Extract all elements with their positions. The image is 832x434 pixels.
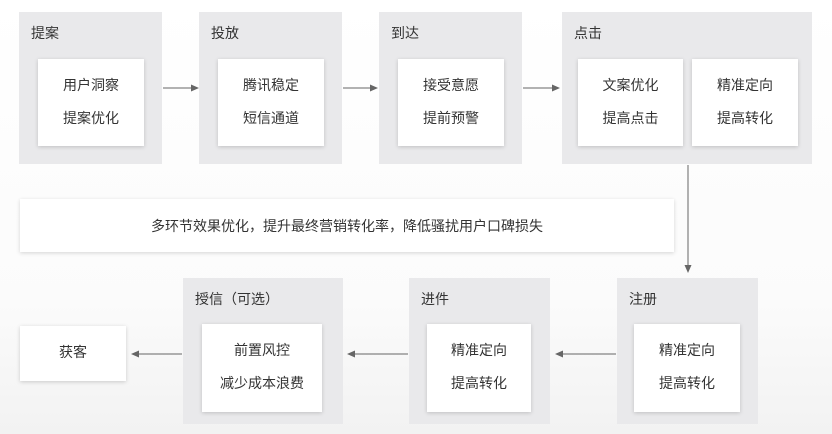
stage-register-title: 注册: [629, 292, 657, 308]
stage-proposal: 提案 用户洞察 提案优化: [19, 12, 162, 164]
click-card-targeting-line-2: 提高转化: [717, 110, 773, 127]
proposal-card: 用户洞察 提案优化: [38, 59, 144, 146]
stage-credit-title: 授信（可选）: [195, 292, 279, 308]
click-card-copy-line-2: 提高点击: [602, 110, 659, 127]
arrow-credit-to-acquire-head: [131, 350, 139, 358]
register-card-line-1: 精准定向: [659, 343, 715, 359]
proposal-card-line-2: 提案优化: [63, 110, 119, 127]
stage-click: 点击 文案优化 提高点击 精准定向 提高转化: [562, 12, 812, 164]
click-card-copy: 文案优化 提高点击: [578, 59, 683, 146]
arrival-card-line-2: 提前预警: [423, 110, 479, 127]
register-card: 精准定向 提高转化: [634, 324, 740, 412]
delivery-card-line-1: 腾讯稳定: [243, 77, 299, 94]
arrival-card-line-1: 接受意愿: [423, 77, 479, 94]
arrival-card: 接受意愿 提前预警: [398, 59, 504, 146]
arrow-click-to-register-head: [684, 265, 692, 273]
credit-card-line-2: 减少成本浪费: [220, 376, 304, 392]
click-card-copy-line-1: 文案优化: [602, 77, 659, 94]
stage-delivery: 投放 腾讯稳定 短信通道: [199, 12, 342, 164]
stage-arrival: 到达 接受意愿 提前预警: [379, 12, 522, 164]
stage-delivery-title: 投放: [211, 26, 239, 42]
arrow-proposal-to-delivery-head: [191, 84, 199, 92]
stage-apply-title: 进件: [421, 292, 449, 308]
apply-card-line-1: 精准定向: [451, 343, 507, 359]
credit-card: 前置风控 减少成本浪费: [202, 324, 322, 412]
arrow-apply-to-credit-head: [347, 350, 355, 358]
delivery-card-line-2: 短信通道: [243, 110, 299, 127]
stage-proposal-title: 提案: [31, 26, 59, 42]
stage-credit: 授信（可选） 前置风控 减少成本浪费: [183, 278, 343, 424]
delivery-card: 腾讯稳定 短信通道: [218, 59, 324, 146]
arrow-delivery-to-arrival-head: [370, 84, 378, 92]
summary-banner: 多环节效果优化，提升最终营销转化率，降低骚扰用户口碑损失: [20, 199, 674, 252]
acquire-card-label: 获客: [59, 345, 87, 361]
arrow-register-to-apply-head: [555, 350, 563, 358]
proposal-card-line-1: 用户洞察: [63, 77, 119, 94]
stage-click-title: 点击: [574, 26, 602, 42]
click-card-targeting-line-1: 精准定向: [717, 77, 773, 94]
stage-register: 注册 精准定向 提高转化: [617, 278, 758, 424]
stage-arrival-title: 到达: [391, 26, 419, 42]
credit-card-line-1: 前置风控: [234, 343, 290, 359]
apply-card: 精准定向 提高转化: [427, 324, 531, 412]
click-card-targeting: 精准定向 提高转化: [692, 59, 798, 146]
acquire-card: 获客: [20, 326, 126, 381]
arrow-arrival-to-click-head: [552, 84, 560, 92]
stage-apply: 进件 精准定向 提高转化: [409, 278, 550, 424]
register-card-line-2: 提高转化: [659, 376, 715, 392]
apply-card-line-2: 提高转化: [451, 376, 507, 392]
